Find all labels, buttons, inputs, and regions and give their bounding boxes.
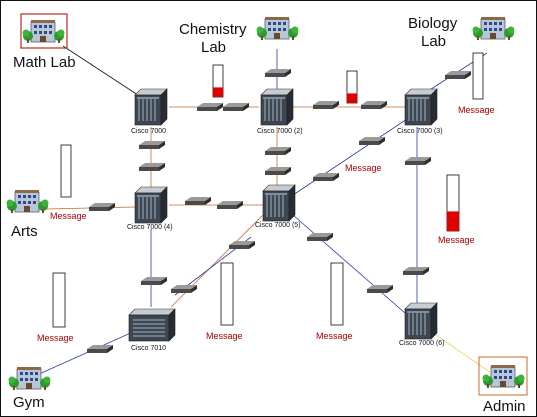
- message-labels: Message Message Message Message Message …: [37, 105, 495, 343]
- link-r6-admin: [432, 332, 498, 378]
- site-gym[interactable]: Gym: [8, 366, 51, 411]
- hub-icon[interactable]: [87, 345, 113, 353]
- hub-icon[interactable]: [141, 277, 167, 285]
- gauge-lower-right: [330, 262, 344, 326]
- gauge-gym: [52, 272, 66, 328]
- router-label: Cisco 7000 (5): [255, 222, 301, 229]
- message-label: Message: [50, 211, 87, 221]
- router-6[interactable]: Cisco 7000 (6): [399, 302, 445, 347]
- site-chemistry-lab[interactable]: Chemistry Lab: [179, 16, 299, 56]
- hub-icon[interactable]: [313, 173, 339, 181]
- message-label: Message: [458, 105, 495, 115]
- link-r7010-gym: [36, 330, 136, 376]
- site-label-chemistry-line2: Lab: [201, 39, 226, 56]
- site-admin[interactable]: Admin: [478, 356, 528, 415]
- gauge-fill: [347, 93, 357, 103]
- hub-icon[interactable]: [197, 103, 223, 111]
- hub-icon[interactable]: [445, 71, 471, 79]
- gauge-right: [446, 174, 460, 232]
- router-math[interactable]: Cisco 7000: [131, 88, 168, 135]
- hub-icon[interactable]: [265, 147, 291, 155]
- router-2[interactable]: Cisco 7000 (2): [257, 88, 303, 135]
- building-icon: [472, 16, 515, 41]
- hub-icon[interactable]: [405, 157, 431, 165]
- router-chassis-icon: [262, 184, 296, 222]
- router-label: Cisco 7000 (3): [397, 128, 443, 135]
- link-r5-r7010: [170, 214, 264, 308]
- hub-icon[interactable]: [89, 203, 115, 211]
- hub-icon[interactable]: [361, 101, 387, 109]
- hub-icon[interactable]: [313, 101, 339, 109]
- router-label: Cisco 7010: [131, 345, 166, 352]
- link-r5-r6: [292, 214, 406, 314]
- building-icon: [256, 16, 299, 41]
- site-label-gym: Gym: [13, 394, 45, 411]
- router-chassis-icon: [134, 186, 168, 224]
- hub-icon[interactable]: [367, 285, 393, 293]
- site-label-admin: Admin: [483, 398, 526, 415]
- gauge-arts: [60, 144, 72, 198]
- router-label: Cisco 7000 (2): [257, 128, 303, 135]
- hub-icon[interactable]: [265, 69, 291, 77]
- router-label: Cisco 7000 (4): [127, 224, 173, 231]
- gauges: [52, 52, 484, 328]
- link-r3-r5: [292, 118, 408, 196]
- router-4[interactable]: Cisco 7000 (4): [127, 186, 173, 231]
- message-label: Message: [37, 333, 74, 343]
- gauge-fill: [447, 211, 459, 231]
- building-icon: [8, 366, 51, 391]
- message-label: Message: [316, 331, 353, 341]
- site-arts[interactable]: Arts: [6, 189, 49, 240]
- router-chassis-icon: [128, 308, 176, 342]
- router-chassis-icon: [404, 302, 438, 340]
- site-label-biology-line2: Lab: [421, 33, 446, 50]
- hub-icon[interactable]: [229, 241, 255, 249]
- building-icon: [22, 19, 65, 44]
- message-label: Message: [345, 163, 382, 173]
- router-chassis-icon: [260, 88, 294, 126]
- hub-icon[interactable]: [359, 137, 385, 145]
- site-label-math-lab: Math Lab: [13, 54, 76, 71]
- hub-icon[interactable]: [139, 141, 165, 149]
- router-label: Cisco 7000: [131, 128, 166, 135]
- router-7010[interactable]: Cisco 7010: [128, 308, 176, 352]
- hub-icon[interactable]: [265, 167, 291, 175]
- site-biology-lab[interactable]: Biology Lab: [408, 15, 515, 50]
- hub-icon[interactable]: [139, 163, 165, 171]
- gauge-biology: [472, 52, 484, 100]
- gauge-chemistry: [212, 64, 224, 98]
- site-label-biology-line1: Biology: [408, 15, 458, 32]
- router-3[interactable]: Cisco 7000 (3): [397, 88, 443, 135]
- site-math-lab[interactable]: Math Lab: [13, 13, 76, 71]
- hub-icon[interactable]: [217, 201, 243, 209]
- site-label-chemistry-line1: Chemistry: [179, 21, 247, 38]
- building-icon: [6, 189, 49, 214]
- gauge-fill: [213, 87, 223, 97]
- site-label-arts: Arts: [11, 223, 38, 240]
- router-chassis-icon: [134, 88, 168, 126]
- hub-icon[interactable]: [223, 103, 249, 111]
- hub-icon[interactable]: [307, 233, 333, 241]
- hub-icon[interactable]: [185, 197, 211, 205]
- hub-icon[interactable]: [403, 267, 429, 275]
- router-label: Cisco 7000 (6): [399, 340, 445, 347]
- gauge-center: [220, 262, 234, 326]
- message-label: Message: [206, 331, 243, 341]
- building-icon: [482, 364, 525, 389]
- message-label: Message: [438, 235, 475, 245]
- router-chassis-icon: [404, 88, 438, 126]
- hub-icon[interactable]: [171, 285, 197, 293]
- router-5[interactable]: Cisco 7000 (5): [255, 184, 301, 229]
- gauge-r2-r3: [346, 70, 358, 104]
- link-mathlab-router: [62, 45, 142, 98]
